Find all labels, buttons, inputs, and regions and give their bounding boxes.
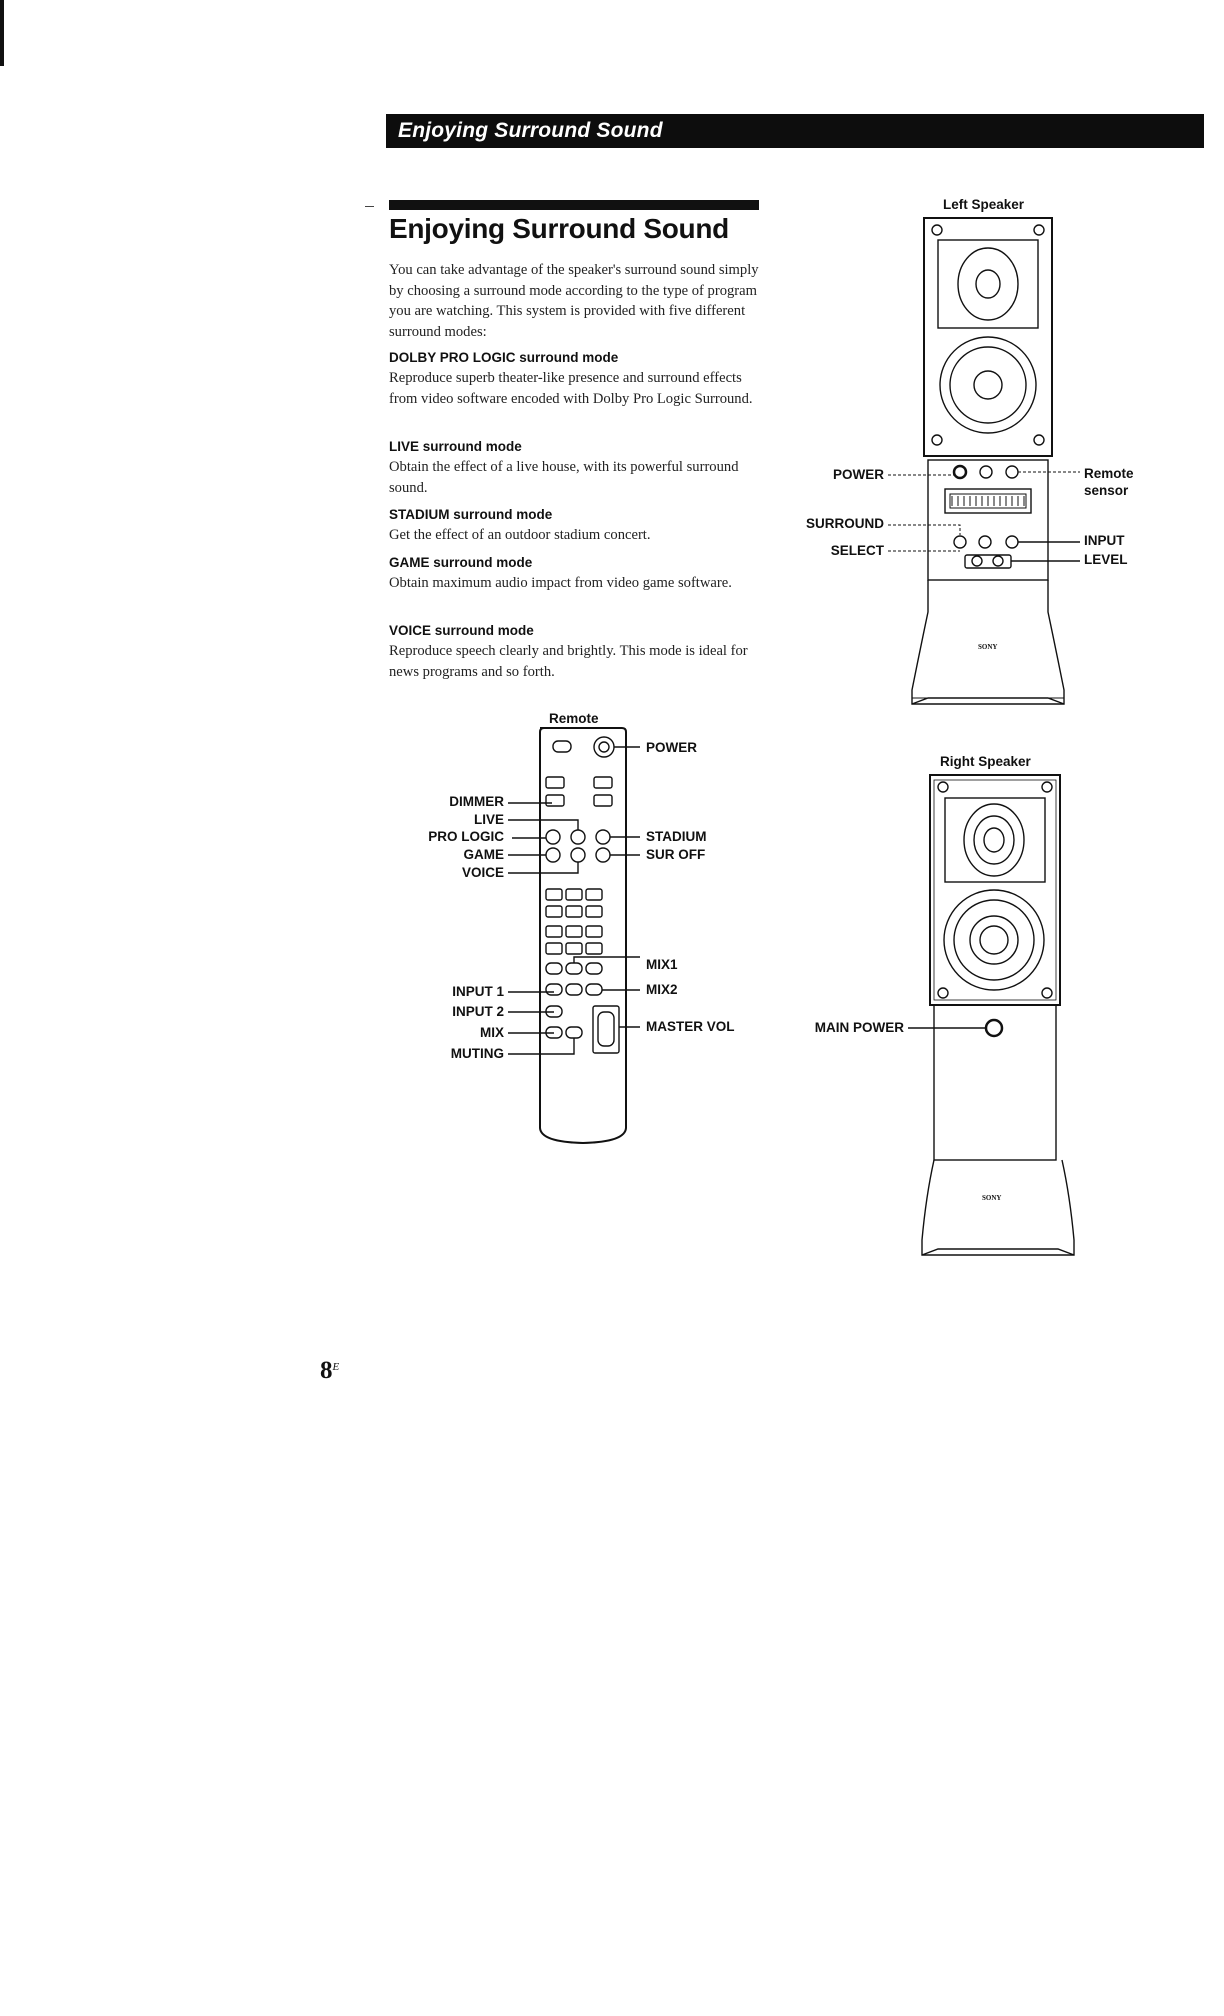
- mode-heading-dolby: DOLBY PRO LOGIC surround mode: [389, 350, 619, 365]
- intro-paragraph: You can take advantage of the speaker's …: [389, 262, 759, 340]
- left-speaker-label-remote: Remote: [1084, 466, 1134, 481]
- mode-heading-game: GAME surround mode: [389, 555, 533, 570]
- remote-label-stadium: STADIUM: [646, 829, 707, 844]
- left-speaker-illustration: SONY: [888, 217, 1080, 705]
- remote-control-illustration: [508, 727, 640, 1145]
- remote-label-mix: MIX: [479, 1025, 504, 1040]
- mode-description-live: Obtain the effect of a live house, with …: [389, 459, 739, 496]
- remote-label-master-vol: MASTER VOL: [646, 1019, 735, 1034]
- mode-description-voice: Reproduce speech clearly and brightly. T…: [389, 643, 748, 680]
- right-speaker-caption: Right Speaker: [940, 754, 1031, 769]
- left-speaker-caption: Left Speaker: [943, 197, 1025, 212]
- remote-caption: Remote: [549, 711, 599, 726]
- remote-label-pro-logic: PRO LOGIC: [428, 829, 504, 844]
- right-speaker-brand: SONY: [982, 1194, 1001, 1202]
- remote-label-input-1: INPUT 1: [452, 984, 504, 999]
- left-speaker-label-level: LEVEL: [1084, 552, 1128, 567]
- remote-label-power: POWER: [646, 740, 698, 755]
- remote-label-live: LIVE: [473, 812, 504, 827]
- margin-tick: [365, 206, 374, 207]
- remote-label-game: GAME: [463, 847, 505, 862]
- page-number-suffix: E: [332, 1361, 340, 1373]
- remote-label-sur-off: SUR OFF: [646, 847, 706, 862]
- remote-label-voice: VOICE: [461, 865, 504, 880]
- left-speaker-label-input: INPUT: [1084, 533, 1125, 548]
- mode-description-game: Obtain maximum audio impact from video g…: [389, 575, 732, 591]
- left-speaker-label-select: SELECT: [830, 543, 884, 558]
- left-speaker-label-power: POWER: [832, 467, 884, 482]
- mode-heading-live: LIVE surround mode: [389, 439, 522, 454]
- title-rule: [389, 200, 759, 210]
- mode-heading-voice: VOICE surround mode: [389, 623, 534, 638]
- page-title: Enjoying Surround Sound: [389, 213, 729, 244]
- section-header-bar: Enjoying Surround Sound: [386, 114, 1204, 148]
- mode-heading-stadium: STADIUM surround mode: [389, 507, 553, 522]
- left-speaker-label-sensor: sensor: [1084, 483, 1129, 498]
- right-speaker-illustration: SONY: [908, 774, 1075, 1256]
- remote-label-mix1: MIX1: [646, 957, 678, 972]
- right-speaker-label-main-power: MAIN POWER: [814, 1020, 904, 1035]
- mode-description-dolby: Reproduce superb theater-like presence a…: [389, 370, 753, 407]
- section-header-title: Enjoying Surround Sound: [398, 119, 663, 142]
- remote-label-input-2: INPUT 2: [452, 1004, 504, 1019]
- page-edge-mark: [0, 0, 4, 66]
- page-number: 8E: [320, 1357, 339, 1385]
- remote-label-dimmer: DIMMER: [449, 794, 504, 809]
- left-speaker-brand: SONY: [978, 643, 997, 651]
- remote-label-mix2: MIX2: [646, 982, 678, 997]
- mode-description-stadium: Get the effect of an outdoor stadium con…: [389, 527, 651, 543]
- left-speaker-label-surround: SURROUND: [805, 516, 884, 531]
- page-number-value: 8: [320, 1357, 333, 1384]
- remote-label-muting: MUTING: [450, 1046, 504, 1061]
